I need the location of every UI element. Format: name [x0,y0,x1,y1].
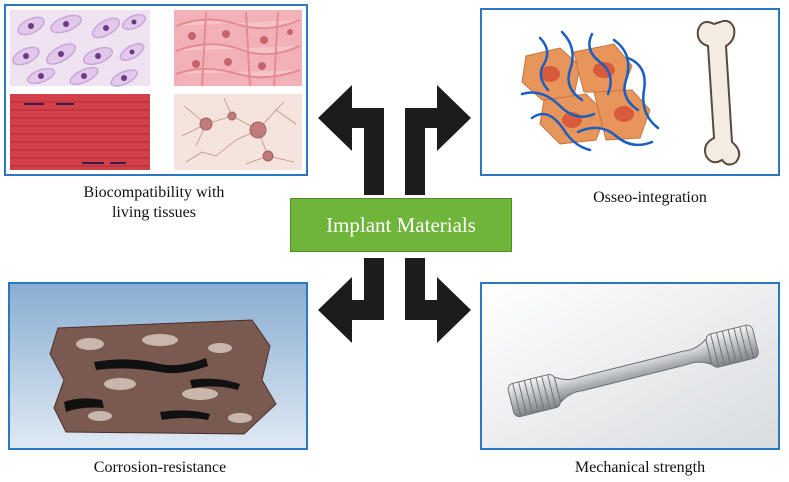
corrosion-caption: Corrosion-resistance [93,459,227,476]
caption-line-2: living tissues [111,204,196,221]
arrow-top-left [318,85,384,195]
corrosion-panel [8,282,308,450]
center-label: Implant Materials [326,212,476,237]
osseointegration-caption: Osseo-integration [593,189,707,206]
arrow-bottom-right [405,258,471,343]
tensile-specimen-illustration [482,284,778,448]
biocompatibility-panel [4,4,308,176]
tissue-images [10,10,302,170]
caption-line-1: Biocompatibility with [83,184,225,201]
arrow-top-right [405,85,471,195]
osseointegration-panel [480,8,780,176]
implant-materials-box: Implant Materials [290,198,512,252]
arrow-bottom-left [318,258,384,343]
mechanical-caption: Mechanical strength [574,459,706,476]
cells-and-bone-illustration [520,19,741,166]
biocompatibility-caption: Biocompatibility with living tissues [24,183,284,223]
mechanical-panel [480,282,780,450]
corroded-metal-illustration [10,284,306,448]
